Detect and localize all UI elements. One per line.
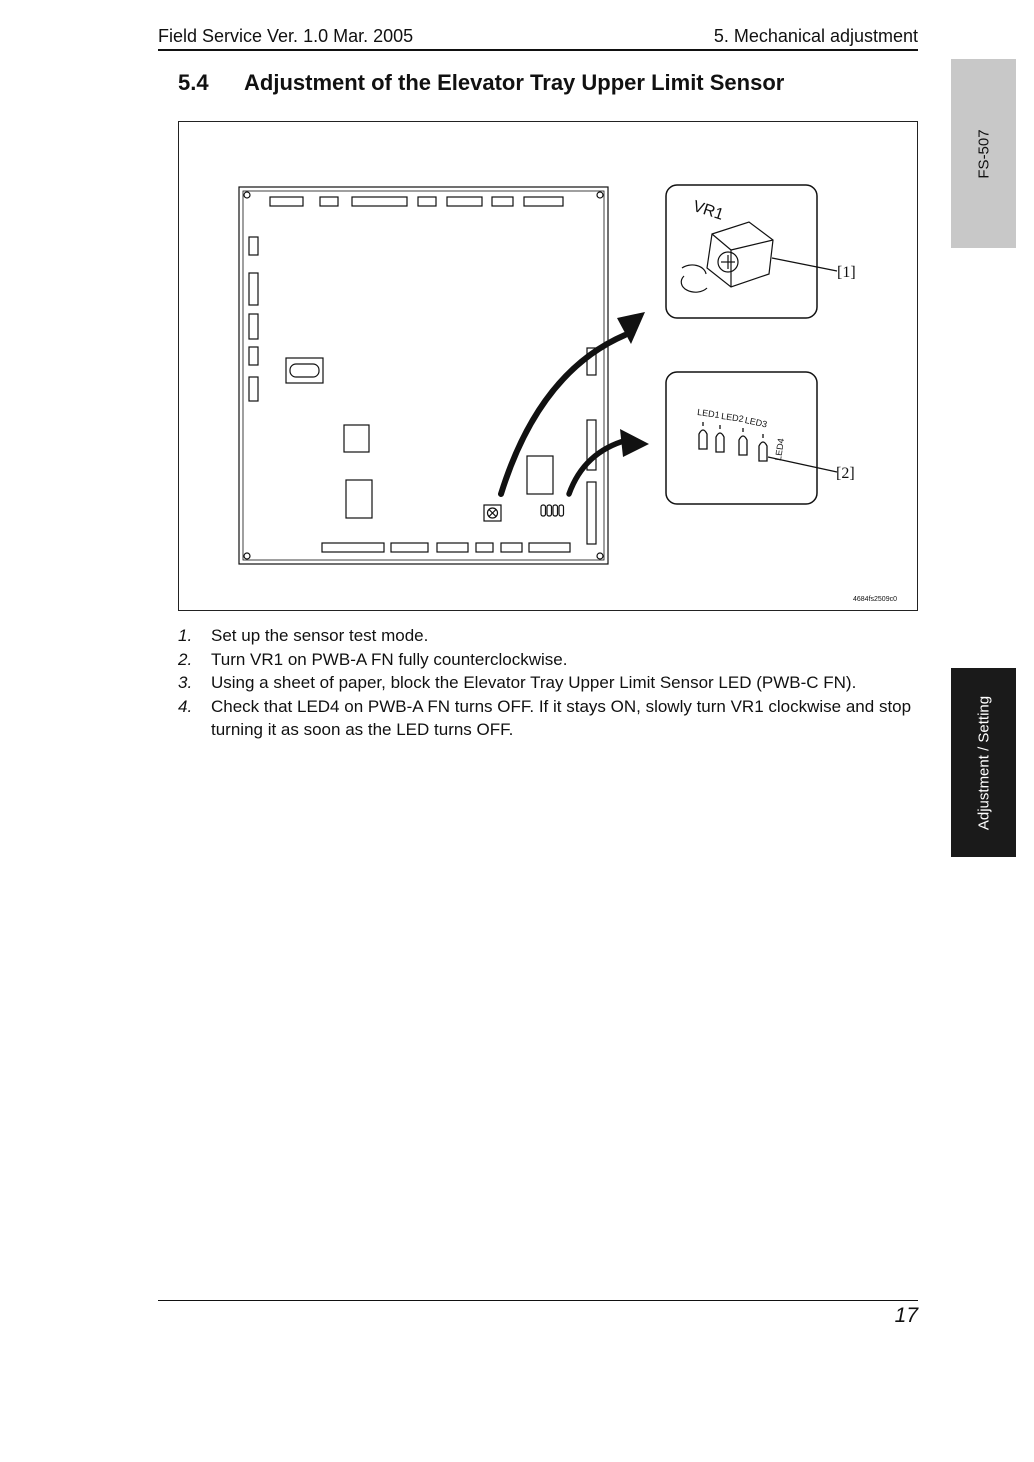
step-text: Using a sheet of paper, block the Elevat… [211, 673, 857, 692]
procedure-steps: 1. Set up the sensor test mode. 2. Turn … [178, 624, 918, 742]
led4-icon [758, 441, 768, 462]
vr1-on-board [483, 504, 502, 522]
step-item: 4. Check that LED4 on PWB-A FN turns OFF… [178, 695, 918, 742]
section-title: Adjustment of the Elevator Tray Upper Li… [244, 70, 785, 95]
step-item: 3. Using a sheet of paper, block the Ele… [178, 671, 918, 695]
side-tab-model-label: FS-507 [975, 128, 992, 179]
side-tab-chapter: Adjustment / Setting [951, 668, 1016, 857]
callout-2: [2] [836, 465, 855, 482]
side-tab-chapter-label: Adjustment / Setting [975, 695, 992, 830]
step-text: Check that LED4 on PWB-A FN turns OFF. I… [211, 696, 912, 740]
figure-board-diagram: VR1 LED1 LED2 LED3 LED4 [1] [2] 4684fs25… [178, 121, 918, 611]
header-rule [158, 49, 918, 51]
step-text: Set up the sensor test mode. [211, 626, 429, 645]
step-number: 4. [178, 696, 193, 716]
page-number: 17 [894, 1304, 918, 1327]
running-header-left: Field Service Ver. 1.0 Mar. 2005 [158, 26, 414, 46]
board-illustration [238, 184, 838, 565]
step-item: 2. Turn VR1 on PWB-A FN fully counterclo… [178, 648, 918, 672]
rotation-icon [681, 264, 707, 275]
leds-on-board [540, 504, 547, 517]
section-heading: 5.4 Adjustment of the Elevator Tray Upper… [178, 70, 784, 96]
led2-icon [715, 432, 725, 453]
running-header-right: 5. Mechanical adjustment [713, 26, 918, 46]
led-detail-panel [665, 371, 838, 505]
figure-code: 4684fs2509c0 [853, 596, 897, 603]
section-number: 5.4 [178, 70, 209, 95]
step-number: 2. [178, 649, 193, 669]
vr1-body [706, 221, 774, 288]
led1-icon [698, 429, 708, 450]
step-item: 1. Set up the sensor test mode. [178, 624, 918, 648]
vr1-detail-panel [665, 184, 838, 319]
pwb-a-board [238, 186, 609, 565]
side-tab-model: FS-507 [951, 59, 1016, 248]
step-text: Turn VR1 on PWB-A FN fully counterclockw… [211, 649, 568, 669]
pointer-arrows [498, 312, 649, 497]
step-number: 3. [178, 673, 193, 692]
footer-rule [158, 1300, 918, 1301]
led3-icon [738, 435, 748, 456]
step-number: 1. [178, 626, 193, 645]
callout-1: [1] [837, 264, 856, 281]
